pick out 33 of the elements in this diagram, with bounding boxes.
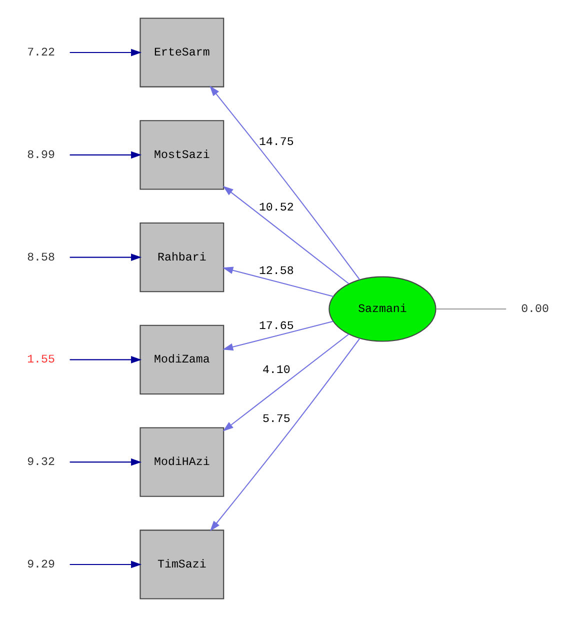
arrow xyxy=(210,86,360,280)
node-box: ErteSarm xyxy=(140,18,224,88)
arrow xyxy=(222,266,334,298)
node-box: TimSazi xyxy=(140,530,224,600)
edge-label: 12.58 xyxy=(258,264,294,278)
node-box: ModiHAzi xyxy=(140,427,224,497)
edge-label: 14.75 xyxy=(258,136,294,150)
arrow xyxy=(70,458,142,466)
arrow xyxy=(222,334,350,432)
arrow xyxy=(70,254,142,261)
node-ellipse: Sazmani xyxy=(328,276,436,342)
node-text: 9.32 xyxy=(27,456,55,470)
arrow xyxy=(70,151,142,159)
node-text: 8.58 xyxy=(27,251,55,264)
node-text: 7.22 xyxy=(27,46,55,60)
node-box: Rahbari xyxy=(140,222,224,292)
arrow xyxy=(222,320,334,351)
arrow xyxy=(70,356,142,364)
arrow xyxy=(210,338,360,532)
node-box: MostSazi xyxy=(140,120,224,190)
edge-label: 5.75 xyxy=(262,412,290,426)
node-text: 8.99 xyxy=(27,148,55,162)
node-text: 0.00 xyxy=(521,302,549,316)
arrow xyxy=(70,560,142,568)
node-box: ModiZama xyxy=(140,324,224,395)
edge-label: 4.10 xyxy=(262,364,290,378)
node-text: 9.29 xyxy=(27,558,55,572)
edge-label: 17.65 xyxy=(258,320,294,333)
connector xyxy=(436,308,506,310)
edge-label: 10.52 xyxy=(258,202,294,215)
node-text: 1.55 xyxy=(27,354,55,367)
arrow xyxy=(222,186,350,284)
arrow xyxy=(70,48,142,56)
